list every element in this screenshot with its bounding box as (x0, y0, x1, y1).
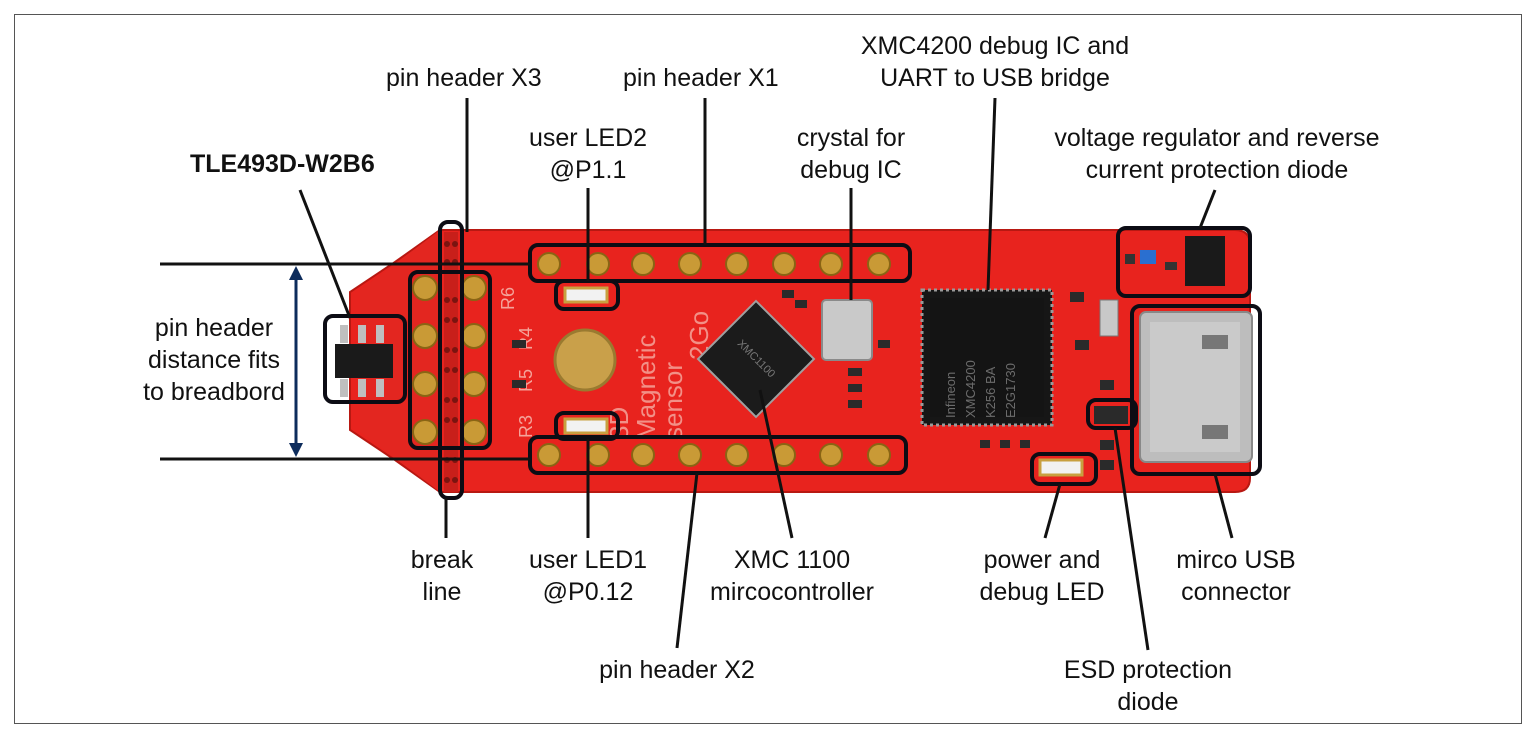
label-usb-line2: connector (1181, 578, 1291, 606)
crystal (821, 299, 873, 361)
debug-chip-line1: Infineon (943, 372, 958, 418)
power-debug-led (1038, 458, 1084, 477)
labels: TLE493D-W2B6 pin header X3 pin header X1… (143, 32, 1379, 716)
distance-indicator (160, 262, 530, 461)
label-regulator-line2: current protection diode (1086, 156, 1349, 184)
user-led1 (563, 417, 609, 435)
label-led1-line1: user LED1 (529, 546, 647, 574)
silk-r6: R6 (498, 287, 518, 310)
label-mcu-line2: mircocontroller (710, 578, 874, 606)
label-regulator-line1: voltage regulator and reverse (1054, 124, 1379, 152)
silk-r3: R3 (516, 415, 536, 438)
label-esd-line1: ESD protection (1064, 656, 1232, 684)
label-power-led-line2: debug LED (979, 578, 1104, 606)
mounting-hole (553, 328, 617, 392)
esd-diode (1094, 406, 1128, 424)
label-power-led-line1: power and (984, 546, 1101, 574)
callout-lines (298, 97, 1234, 651)
label-pin-header-x2: pin header X2 (599, 656, 755, 684)
user-led2 (563, 286, 609, 304)
label-crystal-line2: debug IC (800, 156, 901, 184)
xmc1100-chip: XMC1100 (696, 299, 816, 419)
xmc4200-chip: Infineon XMC4200 K256 BA E2G1730 (920, 288, 1054, 427)
label-led2-line2: @P1.1 (550, 156, 627, 184)
debug-chip-line4: E2G1730 (1003, 363, 1018, 418)
label-crystal-line1: crystal for (797, 124, 905, 152)
label-distance-line1: pin header (155, 314, 273, 342)
label-pin-header-x1: pin header X1 (623, 64, 779, 92)
smd-components (512, 290, 1114, 470)
label-break-line1: break (411, 546, 474, 574)
break-line-holes (444, 232, 458, 492)
silk-text-sensor: sensor (658, 362, 688, 440)
label-distance-line3: to breadbord (143, 378, 285, 406)
pcb-board: 3D Magnetic sensor 2Go R6 R4 R5 R3 (335, 229, 1253, 493)
pin-header-x1-pads (537, 252, 891, 276)
label-debug-ic-line1: XMC4200 debug IC and (861, 32, 1129, 60)
label-usb-line1: mirco USB (1176, 546, 1295, 574)
debug-chip-line3: K256 BA (983, 366, 998, 418)
label-mcu-line1: XMC 1100 (734, 546, 850, 574)
label-led2-line1: user LED2 (529, 124, 647, 152)
debug-chip-line2: XMC4200 (963, 360, 978, 418)
pin-header-x2-pads (537, 443, 891, 467)
label-esd-line2: diode (1117, 688, 1178, 716)
label-pin-header-x3: pin header X3 (386, 64, 542, 92)
label-distance-line2: distance fits (148, 346, 280, 374)
silk-text-magnetic: Magnetic (631, 335, 661, 441)
label-tle-sensor: TLE493D-W2B6 (190, 150, 375, 178)
label-debug-ic-line2: UART to USB bridge (880, 64, 1110, 92)
tle-sensor-chip (335, 344, 393, 378)
label-break-line2: line (423, 578, 462, 606)
label-led1-line2: @P0.12 (543, 578, 634, 606)
micro-usb-connector (1139, 311, 1253, 463)
voltage-regulator (1125, 236, 1225, 286)
